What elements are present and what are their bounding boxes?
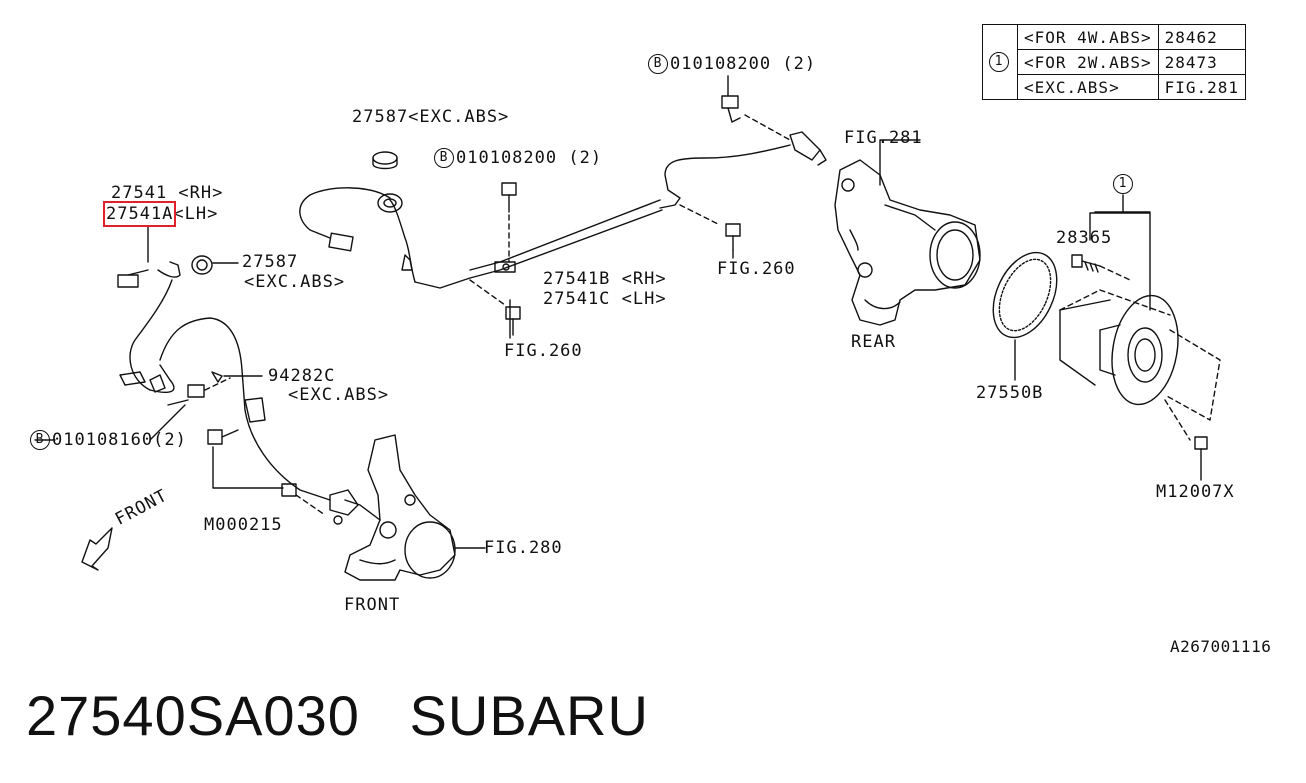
table-cell-part[interactable]: FIG.281 <box>1157 74 1247 100</box>
leader-line <box>1094 194 1151 213</box>
bolt-front-left[interactable] <box>34 377 231 441</box>
front-arrow-icon <box>81 527 113 571</box>
fig260-mid-label[interactable]: FIG.260 <box>504 341 583 361</box>
hub-screw-label[interactable]: M12007X <box>1156 482 1235 502</box>
hub-assembly[interactable] <box>1059 212 1221 441</box>
fig260-right-label[interactable]: FIG.260 <box>717 259 796 279</box>
front-knuckle[interactable] <box>344 434 486 581</box>
sensor-lh-suffix: <LH> <box>173 204 219 224</box>
sensor-lh-label[interactable]: 27541A<LH> <box>102 201 219 227</box>
table-cell-part[interactable]: 28473 <box>1157 49 1247 75</box>
hub-marker: 1 <box>1113 174 1135 194</box>
tone-ring[interactable] <box>981 242 1070 381</box>
bolt-part-number: 010108200 (2) <box>456 148 603 168</box>
rear-sensor[interactable] <box>389 131 827 289</box>
hub-screw[interactable] <box>1194 436 1208 481</box>
grommet-top[interactable] <box>372 151 398 170</box>
bolt-mid[interactable] <box>501 182 517 263</box>
circled-marker: 1 <box>989 52 1009 73</box>
table-cell-condition: <FOR 2W.ABS> <box>1017 49 1159 75</box>
rear-connector[interactable] <box>299 187 403 252</box>
rear-knuckle[interactable] <box>834 139 981 326</box>
table-row: <EXC.ABS> FIG.281 <box>983 74 1247 100</box>
bolt-front-clamp[interactable] <box>207 429 326 516</box>
tone-ring-label[interactable]: 27550B <box>976 383 1044 403</box>
table-cell-condition: <FOR 4W.ABS> <box>1017 24 1159 50</box>
table-row: 1 <FOR 4W.ABS> 28462 <box>982 24 1247 100</box>
fig280-label[interactable]: FIG.280 <box>484 538 563 558</box>
table-marker: 1 <box>982 24 1018 100</box>
bolt-part-number: 010108160(2) <box>52 430 187 450</box>
clip-cond-label: <EXC.ABS> <box>288 385 390 405</box>
clip[interactable] <box>211 371 266 423</box>
front-sensor[interactable] <box>117 261 331 501</box>
reference-table: 1 <FOR 4W.ABS> 28462 <FOR 2W.ABS> 28473 … <box>982 24 1247 100</box>
diagram-code: A267001116 <box>1170 637 1272 656</box>
grommet-left-cond: <EXC.ABS> <box>244 272 346 292</box>
table-row: <FOR 2W.ABS> 28473 <box>983 49 1247 75</box>
sensor-lh-part-highlight[interactable]: 27541A <box>102 201 177 227</box>
bolt-part-number: 010108200 (2) <box>670 54 817 74</box>
rear-label: REAR <box>851 332 896 352</box>
clip-part-label[interactable]: 94282C <box>268 366 336 386</box>
hub-bolt-label[interactable]: 28365 <box>1056 228 1113 248</box>
fig281-label[interactable]: FIG.281 <box>844 128 923 148</box>
page-title: 27540SA030 SUBARU <box>26 683 649 748</box>
hub-bolt[interactable] <box>1071 254 1131 281</box>
clamp-part-label[interactable]: M000215 <box>204 515 283 535</box>
front-sensor-head[interactable] <box>329 489 381 525</box>
circled-marker: B <box>434 148 454 168</box>
rear-sensor-rh-label[interactable]: 27541B <RH> <box>543 269 667 289</box>
circled-marker: B <box>30 430 50 450</box>
rear-sensor-lh-label[interactable]: 27541C <LH> <box>543 289 667 309</box>
grommet-left-part[interactable]: 27587 <box>242 252 299 272</box>
front-label: FRONT <box>344 595 401 615</box>
brand-name: SUBARU <box>409 684 649 747</box>
bolt-fig260-right[interactable] <box>679 204 741 251</box>
grommet-top-label[interactable]: 27587<EXC.ABS> <box>352 107 510 127</box>
bolt-rear-top[interactable] <box>721 95 791 141</box>
sensor-rh-label[interactable]: 27541 <RH> <box>111 183 224 203</box>
part-number: 27540SA030 <box>26 684 360 747</box>
bolt-fig260-mid[interactable] <box>469 279 521 336</box>
circled-marker: B <box>648 54 668 74</box>
circled-marker: 1 <box>1113 174 1133 194</box>
grommet-left[interactable] <box>191 255 239 275</box>
